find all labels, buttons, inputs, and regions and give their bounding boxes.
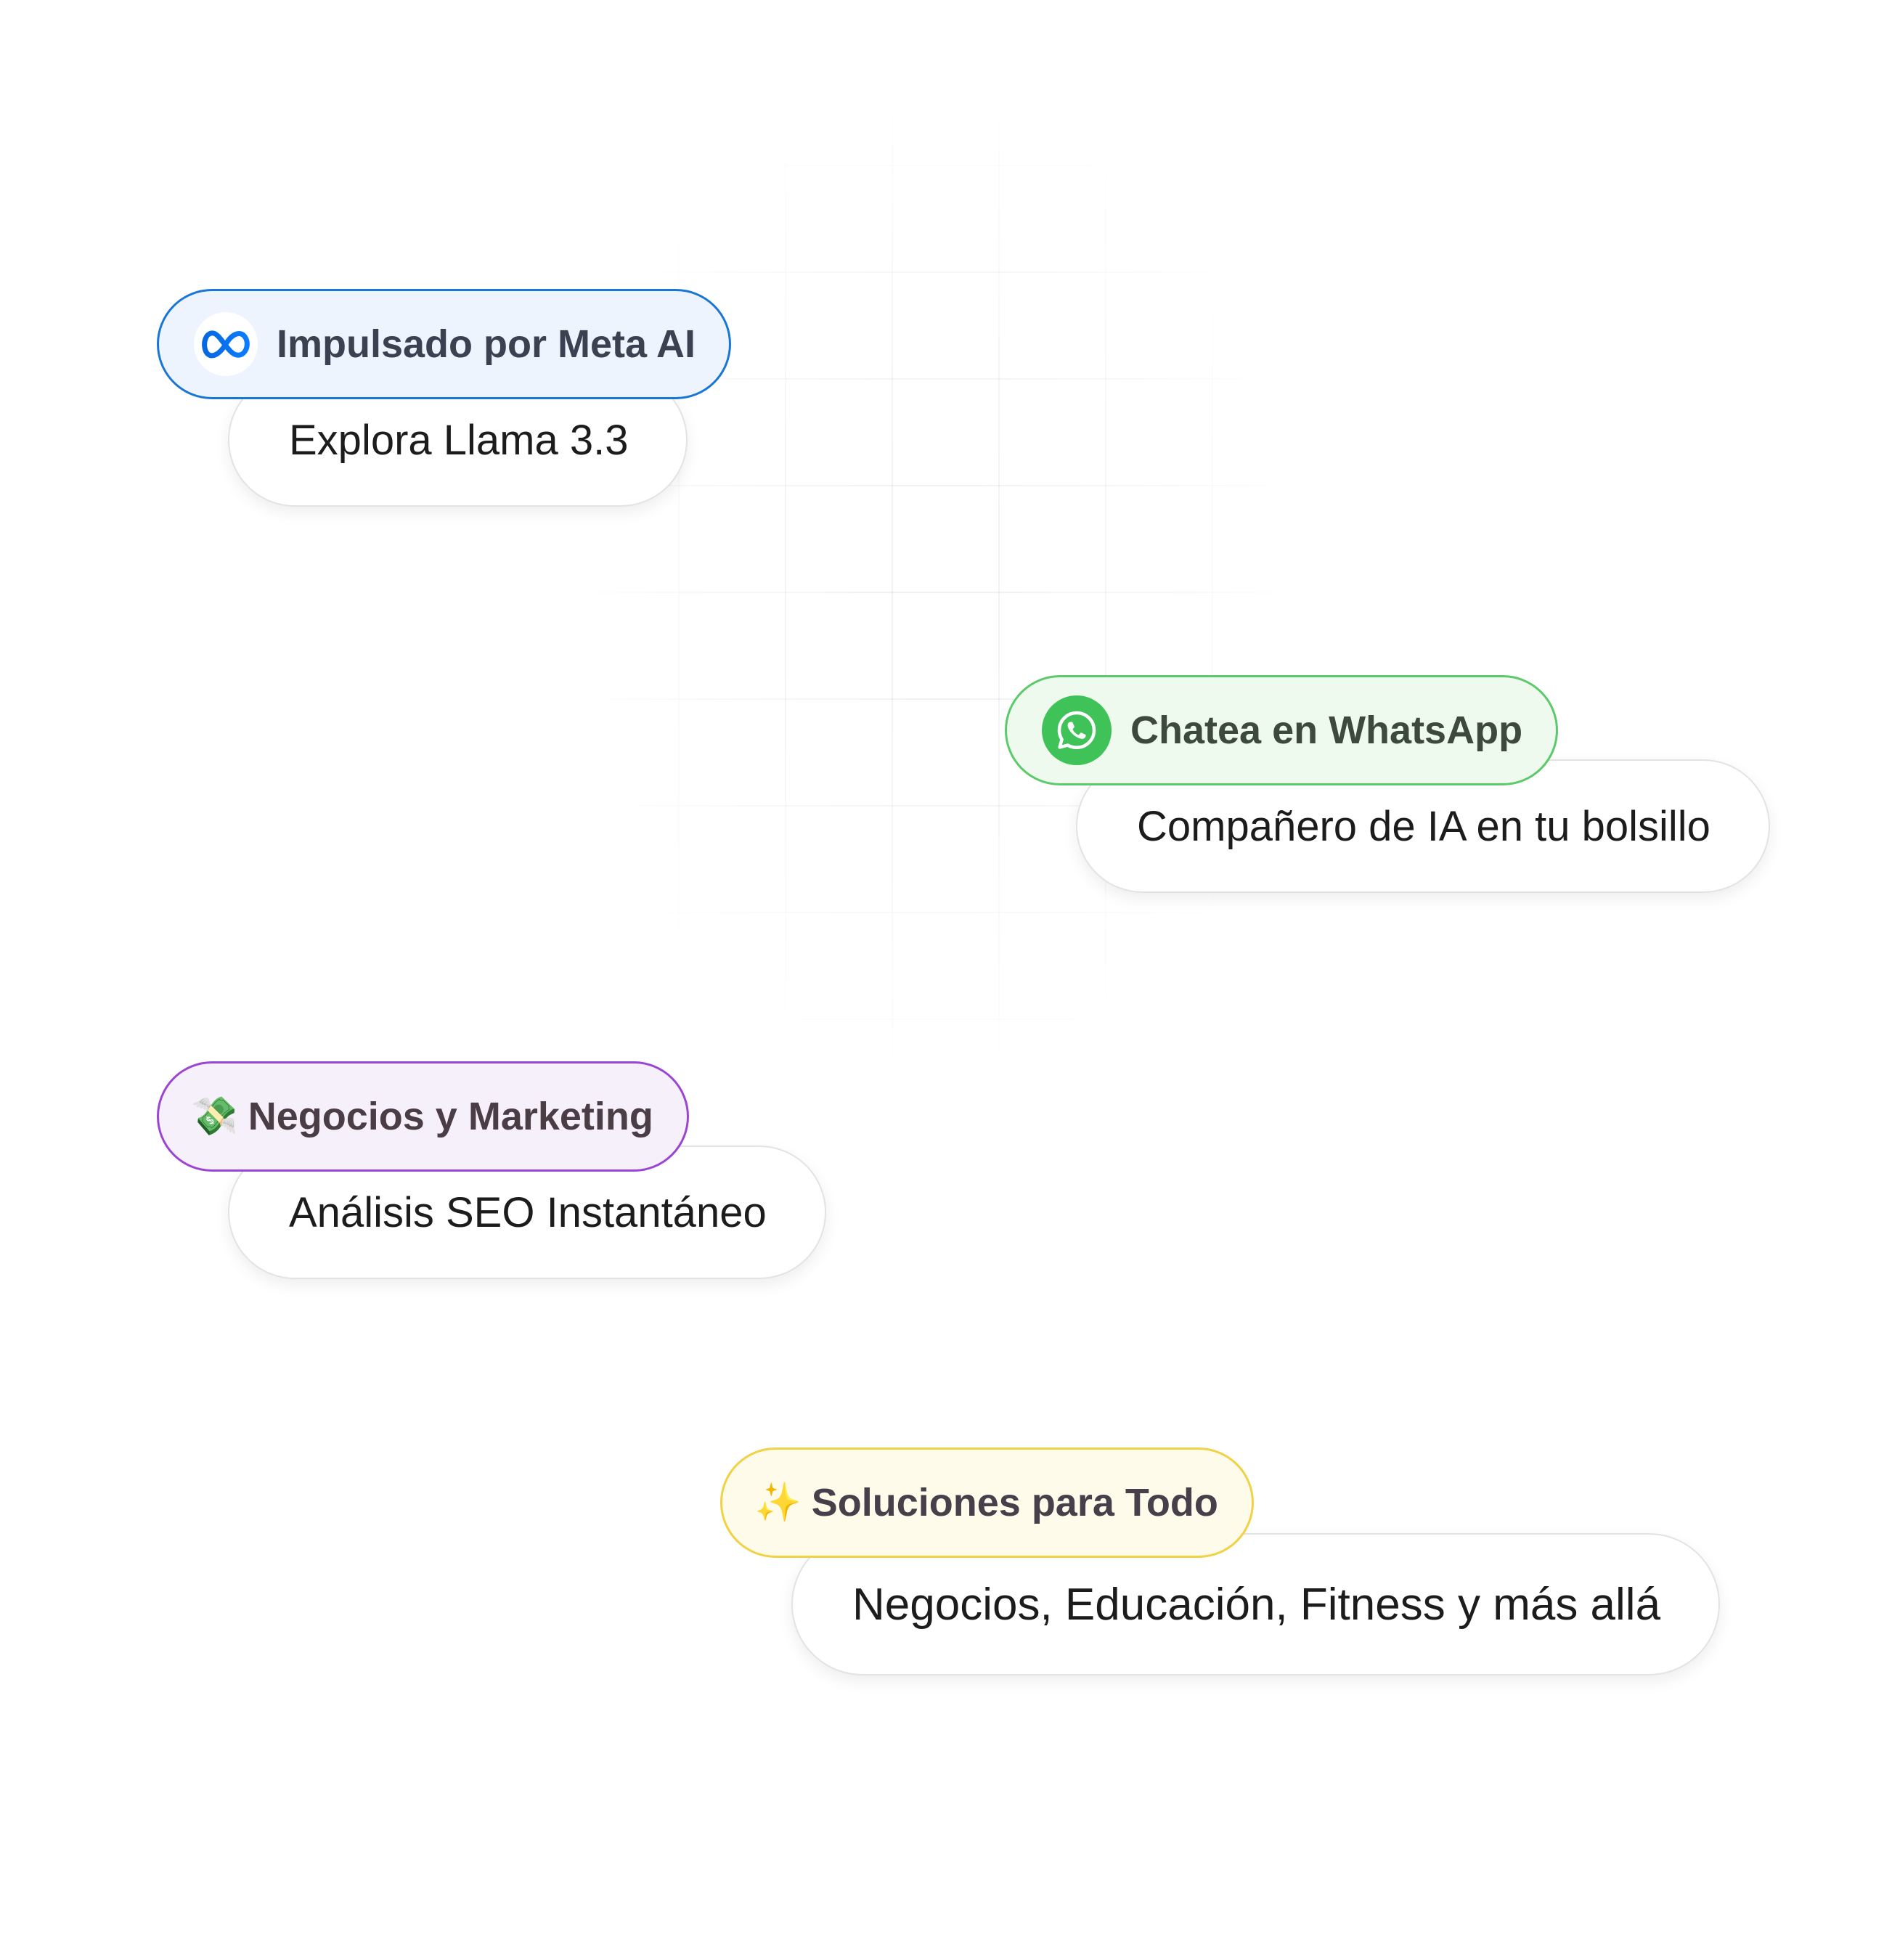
sparkles-icon: ✨ bbox=[754, 1482, 802, 1524]
badge-solutions[interactable]: ✨ Soluciones para Todo bbox=[720, 1447, 1254, 1558]
meta-logo-icon bbox=[194, 312, 258, 376]
badge-business-marketing[interactable]: 💸 Negocios y Marketing bbox=[157, 1061, 689, 1172]
whatsapp-logo-icon bbox=[1042, 695, 1112, 765]
money-with-wings-icon: 💸 bbox=[191, 1095, 238, 1138]
badge-label: Negocios y Marketing bbox=[248, 1095, 653, 1138]
badge-label: Impulsado por Meta AI bbox=[277, 322, 696, 366]
badge-label: Chatea en WhatsApp bbox=[1130, 709, 1523, 752]
badge-whatsapp[interactable]: Chatea en WhatsApp bbox=[1005, 675, 1559, 785]
badge-meta-ai[interactable]: Impulsado por Meta AI bbox=[157, 289, 732, 399]
badge-label: Soluciones para Todo bbox=[811, 1481, 1218, 1524]
